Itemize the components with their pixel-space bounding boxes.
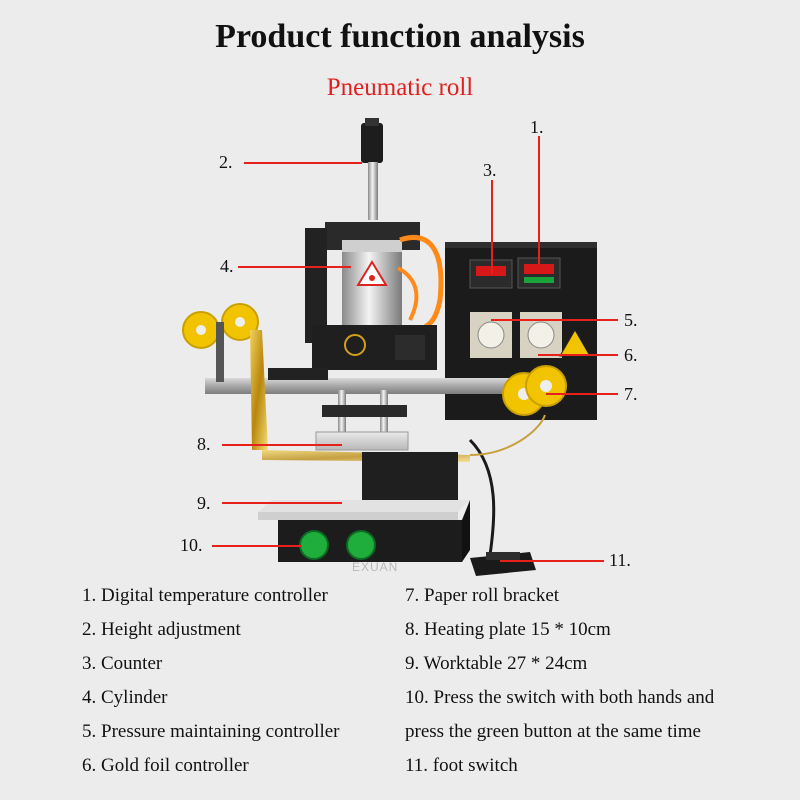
- left-paper-roll-spools: [182, 303, 259, 382]
- callout-1: 1.: [530, 117, 544, 137]
- legend-item-2: 2. Height adjustment: [82, 619, 241, 640]
- legend-item-9: 9. Worktable 27 * 24cm: [405, 653, 588, 674]
- legend-item-10-continued: press the green button at the same time: [405, 721, 701, 742]
- callout-4: 4.: [220, 256, 234, 276]
- legend-item-4: 4. Cylinder: [82, 687, 168, 708]
- heating-plate-shape: [315, 431, 409, 451]
- legend-item-3: 3. Counter: [82, 653, 163, 674]
- legend-item-1: 1. Digital temperature controller: [82, 585, 328, 606]
- callout-11: 11.: [609, 550, 631, 570]
- legend-item-8: 8. Heating plate 15 * 10cm: [405, 619, 611, 640]
- legend-right-column: 7. Paper roll bracket 8. Heating plate 1…: [405, 582, 714, 786]
- callout-6: 6.: [624, 345, 638, 365]
- callout-2: 2.: [219, 152, 233, 172]
- callout-5: 5.: [624, 310, 638, 330]
- legend-left-column: 1. Digital temperature controller 2. Hei…: [82, 582, 340, 786]
- callout-10: 10.: [180, 535, 203, 555]
- watermark-text: EXUAN: [352, 560, 399, 574]
- callout-9: 9.: [197, 493, 211, 513]
- page-subtitle: Pneumatic roll: [326, 74, 474, 101]
- callout-8: 8.: [197, 434, 211, 454]
- callout-3: 3.: [483, 160, 497, 180]
- legend-item-7: 7. Paper roll bracket: [405, 585, 560, 606]
- height-adjustment-knob: [361, 123, 383, 163]
- legend-item-11: 11. foot switch: [405, 755, 518, 776]
- callout-7: 7.: [624, 384, 638, 404]
- legend-item-6: 6. Gold foil controller: [82, 755, 249, 776]
- right-paper-roll-spools: [502, 365, 567, 416]
- page-title: Product function analysis: [215, 18, 585, 55]
- legend-item-5: 5. Pressure maintaining controller: [82, 721, 340, 742]
- legend-item-10: 10. Press the switch with both hands and: [405, 687, 715, 708]
